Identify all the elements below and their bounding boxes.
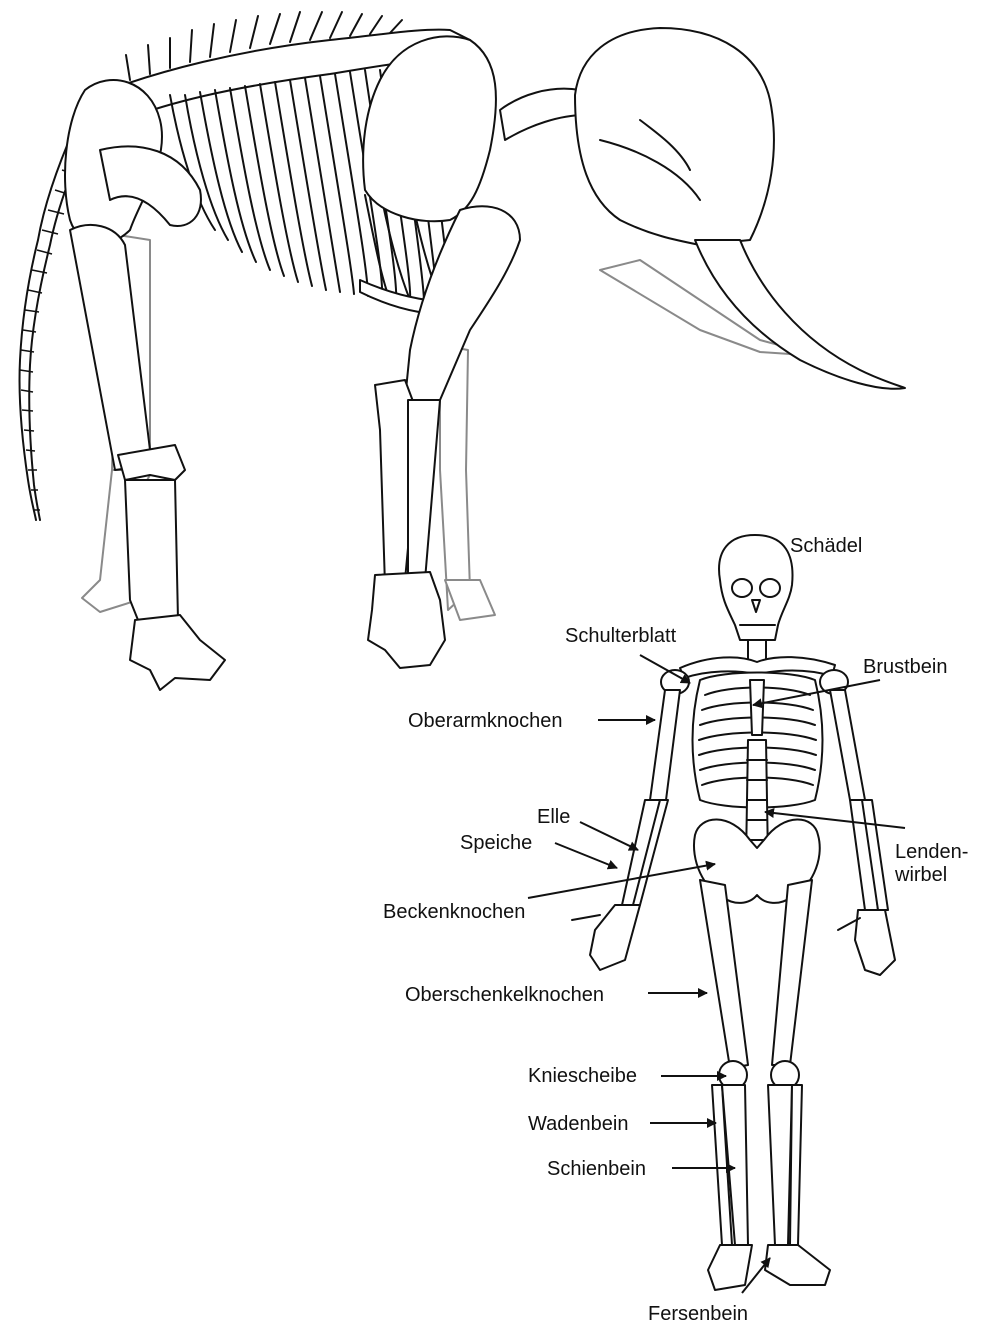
human-sternum (750, 680, 764, 735)
label-kniescheibe: Kniescheibe (528, 1065, 637, 1087)
human-right-leg (765, 880, 830, 1285)
label-schaedel: Schädel (790, 535, 862, 557)
label-wadenbein: Wadenbein (528, 1113, 628, 1135)
human-right-arm (830, 690, 895, 975)
human-left-leg (700, 880, 752, 1290)
label-elle: Elle (537, 806, 570, 828)
elephant-neck (500, 89, 585, 140)
label-brustbein: Brustbein (863, 656, 948, 678)
label-schienbein: Schienbein (547, 1158, 646, 1180)
human-skull (719, 535, 792, 640)
label-beckenknochen: Beckenknochen (383, 901, 525, 923)
label-oberarmknochen: Oberarmknochen (408, 710, 563, 732)
label-lenden-line1: Lenden- (895, 841, 968, 863)
leader-speiche (555, 843, 617, 868)
label-lenden-line2: wirbel (894, 864, 947, 886)
label-schulterblatt: Schulterblatt (565, 625, 677, 647)
human-left-arm (572, 690, 680, 970)
label-oberschenkelknochen: Oberschenkelknochen (405, 984, 604, 1006)
elephant-tusk (695, 240, 905, 389)
elephant-skull (575, 28, 774, 245)
leader-beckenknochen (528, 864, 715, 898)
label-fersenbein: Fersenbein (648, 1303, 748, 1325)
label-speiche: Speiche (460, 832, 532, 854)
leader-elle (580, 822, 638, 850)
human-neck (748, 640, 766, 662)
